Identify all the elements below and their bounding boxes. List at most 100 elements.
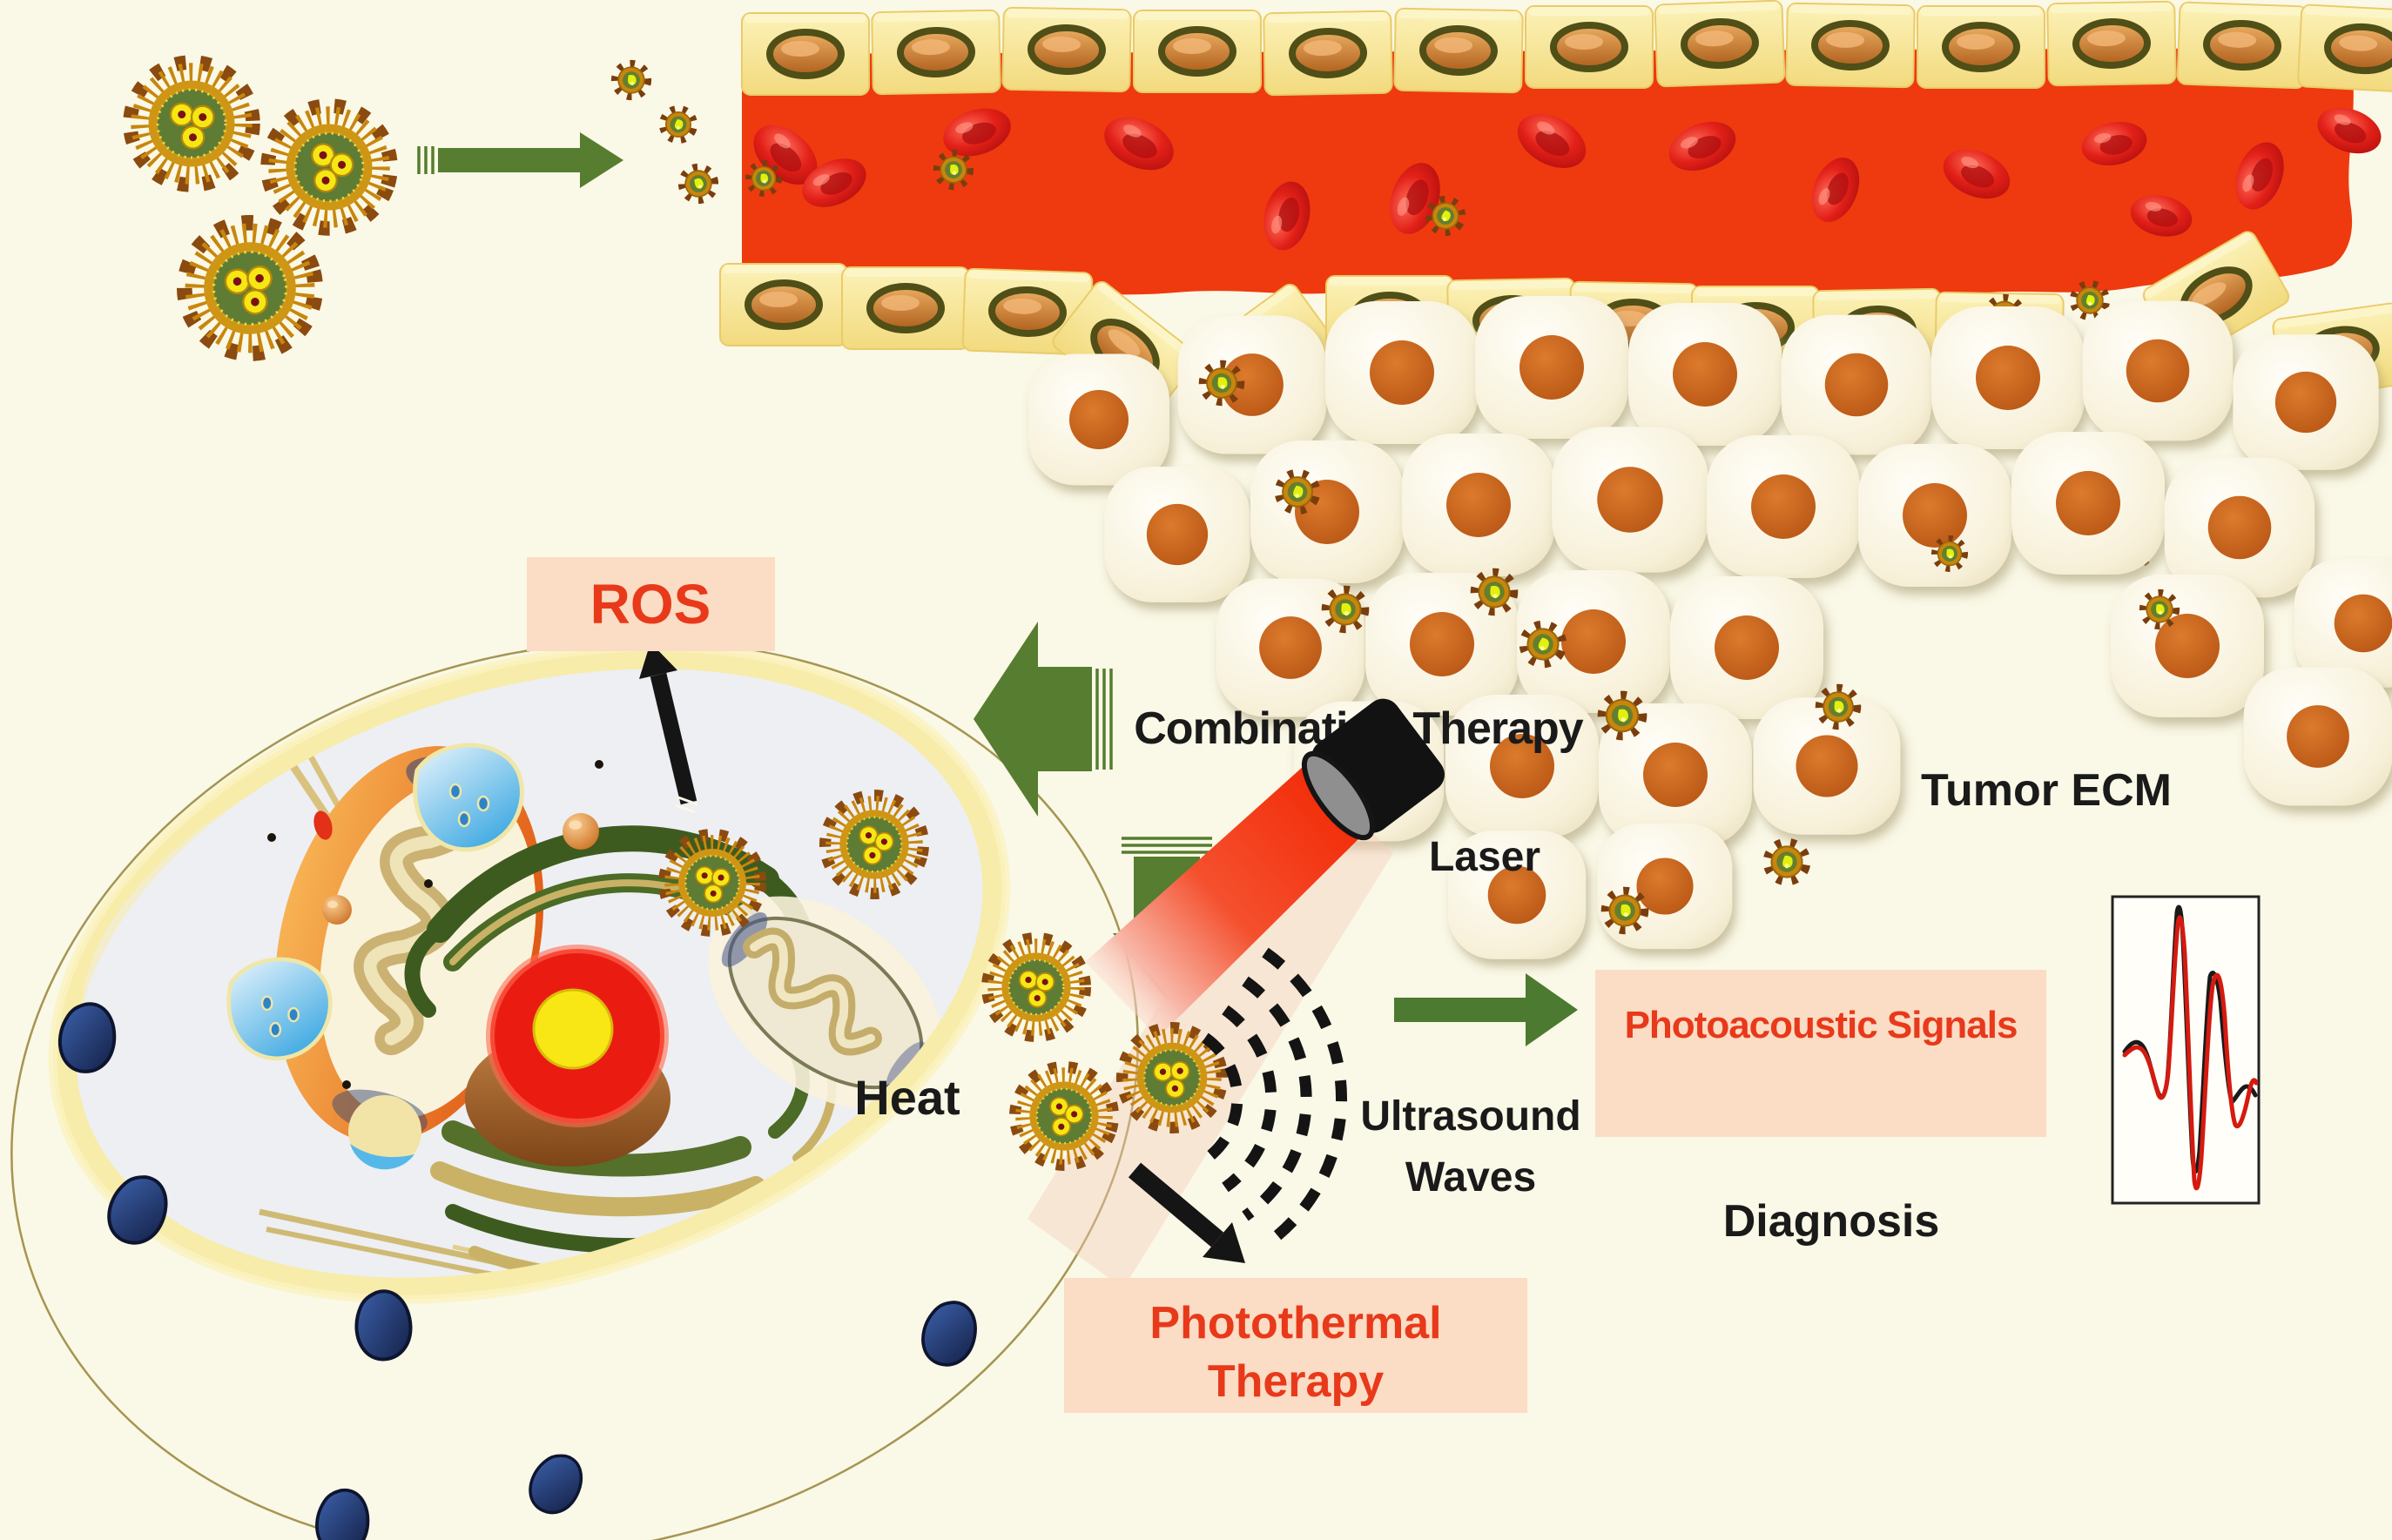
ros-callout: ROS (527, 557, 775, 814)
nanoparticle-icon (2143, 593, 2177, 627)
tumor-cell (1598, 824, 1733, 949)
ultrasound-waves-icon (1202, 947, 1348, 1250)
beam-glow (1028, 766, 1393, 1288)
apoptotic-body (522, 1446, 590, 1522)
endothelial-cell (2047, 2, 2176, 86)
secretory-sphere (787, 1305, 822, 1340)
laser-label: Laser (1429, 834, 1540, 880)
diagnosis-label: Diagnosis (1723, 1196, 1940, 1247)
tumor-cell (1858, 444, 2011, 587)
endothelial-cell (1654, 0, 1784, 86)
endothelial-cell (842, 267, 969, 349)
endothelial-cell (1917, 6, 2045, 88)
vesicle (229, 959, 331, 1059)
endothelial-cell (742, 13, 869, 95)
tumor-cell (1707, 435, 1860, 578)
tumor-cell (1402, 434, 1555, 576)
secretory-sphere (322, 895, 352, 925)
nanoparticle-icon (131, 63, 253, 185)
nanoparticle-icon (1325, 589, 1365, 629)
vessel-lumen (742, 48, 2354, 297)
nucleus-icon (465, 945, 670, 1167)
photothermal-box: Photothermal Therapy (1064, 1278, 1527, 1413)
ribosome-dot (267, 833, 276, 842)
tumor-ecm-label: Tumor ECM (1921, 765, 2172, 816)
nanoparticle-icon (987, 938, 1086, 1037)
tumor-cell (1250, 440, 1404, 583)
ribosome-dot (342, 1080, 351, 1089)
ribosome-dot (595, 760, 603, 769)
injection-arrow (417, 132, 623, 188)
tumor-cell (1552, 427, 1708, 572)
blood-vessel (615, 0, 2392, 565)
tumor-cell (1931, 306, 2085, 449)
laser-device-icon (1301, 698, 1445, 841)
photoacoustic-label: Photoacoustic Signals (1625, 1004, 2018, 1046)
tumor-cell (1104, 467, 1250, 602)
nanoparticle-icon (615, 64, 649, 98)
endothelial-cell (1786, 3, 1915, 88)
apoptotic-body (315, 1488, 370, 1540)
vessel-wall-top (742, 0, 2392, 95)
nanoparticle-icon (1819, 688, 1857, 726)
tumor-cell (1178, 315, 1327, 454)
tumor-cell (2233, 334, 2378, 470)
tumor-cell (2011, 432, 2165, 575)
endothelial-cell (872, 10, 1001, 95)
tumor-cell (1782, 315, 1931, 455)
tumor-cell (1628, 303, 1782, 446)
lysosome-icon (965, 1242, 994, 1279)
ros-box (527, 557, 775, 651)
nanoparticle-icon (677, 163, 718, 204)
photothermal-arrow (1128, 1162, 1245, 1263)
apoptotic-body (60, 1004, 114, 1072)
lysosome-icon (802, 1388, 821, 1416)
organelle (313, 810, 333, 840)
ros-label: ROS (590, 573, 711, 636)
endothelial-cell (1263, 11, 1392, 96)
nanoparticle-icon (1605, 891, 1645, 931)
endothelial-cell (1134, 10, 1261, 92)
nanoparticle-icon (1203, 364, 1241, 402)
combination-arrow-left (974, 622, 1113, 817)
signal-trace-panel (2111, 895, 2261, 1205)
laser-beam (1085, 759, 1365, 1038)
secretory-sphere (834, 1255, 867, 1288)
nanoparticle-icon (1474, 572, 1514, 612)
endothelial-cell (720, 264, 847, 346)
endothelial-cell (2298, 4, 2392, 93)
tumor-cell (2111, 575, 2264, 717)
ultrasound-label-line1: Ultrasound (1360, 1093, 1580, 1140)
nanoparticle-icon (1935, 539, 1965, 569)
photothermal-label-line1: Photothermal (1149, 1298, 1441, 1348)
photothermal-label-line2: Therapy (1208, 1356, 1384, 1407)
small-vacuole (348, 1095, 421, 1170)
photoacoustic-arrow (1394, 973, 1578, 1046)
tumor-cell (1475, 296, 1628, 439)
tumor-cell (1028, 354, 1169, 486)
secretory-sphere (563, 813, 599, 850)
nanoparticle-icon (749, 164, 779, 194)
nanoparticle-icon (170, 208, 330, 368)
endothelial-cell (1526, 6, 1653, 88)
endothelial-cell (1394, 9, 1523, 93)
endothelial-cell (1002, 8, 1131, 92)
cancer-cell: Heat (48, 642, 1011, 1416)
endothelial-cell (2177, 2, 2307, 88)
apoptotic-body (917, 1295, 982, 1371)
photoacoustic-box: Photoacoustic Signals (1595, 970, 2046, 1137)
signal-trace-red (2122, 915, 2259, 1191)
nanoparticle-icon (937, 153, 971, 187)
lysosome-icon (893, 1236, 921, 1271)
tumor-cell (1325, 301, 1479, 444)
tumor-cell (2244, 667, 2392, 805)
ribosome-dot (273, 697, 281, 706)
heat-label: Heat (854, 1070, 960, 1125)
nanoparticle-icon (1601, 695, 1642, 736)
nanoparticle-icon (657, 104, 698, 145)
nanoparticle-icon (1762, 837, 1811, 886)
vesicle (415, 745, 522, 850)
ribosome-dot (424, 879, 433, 888)
